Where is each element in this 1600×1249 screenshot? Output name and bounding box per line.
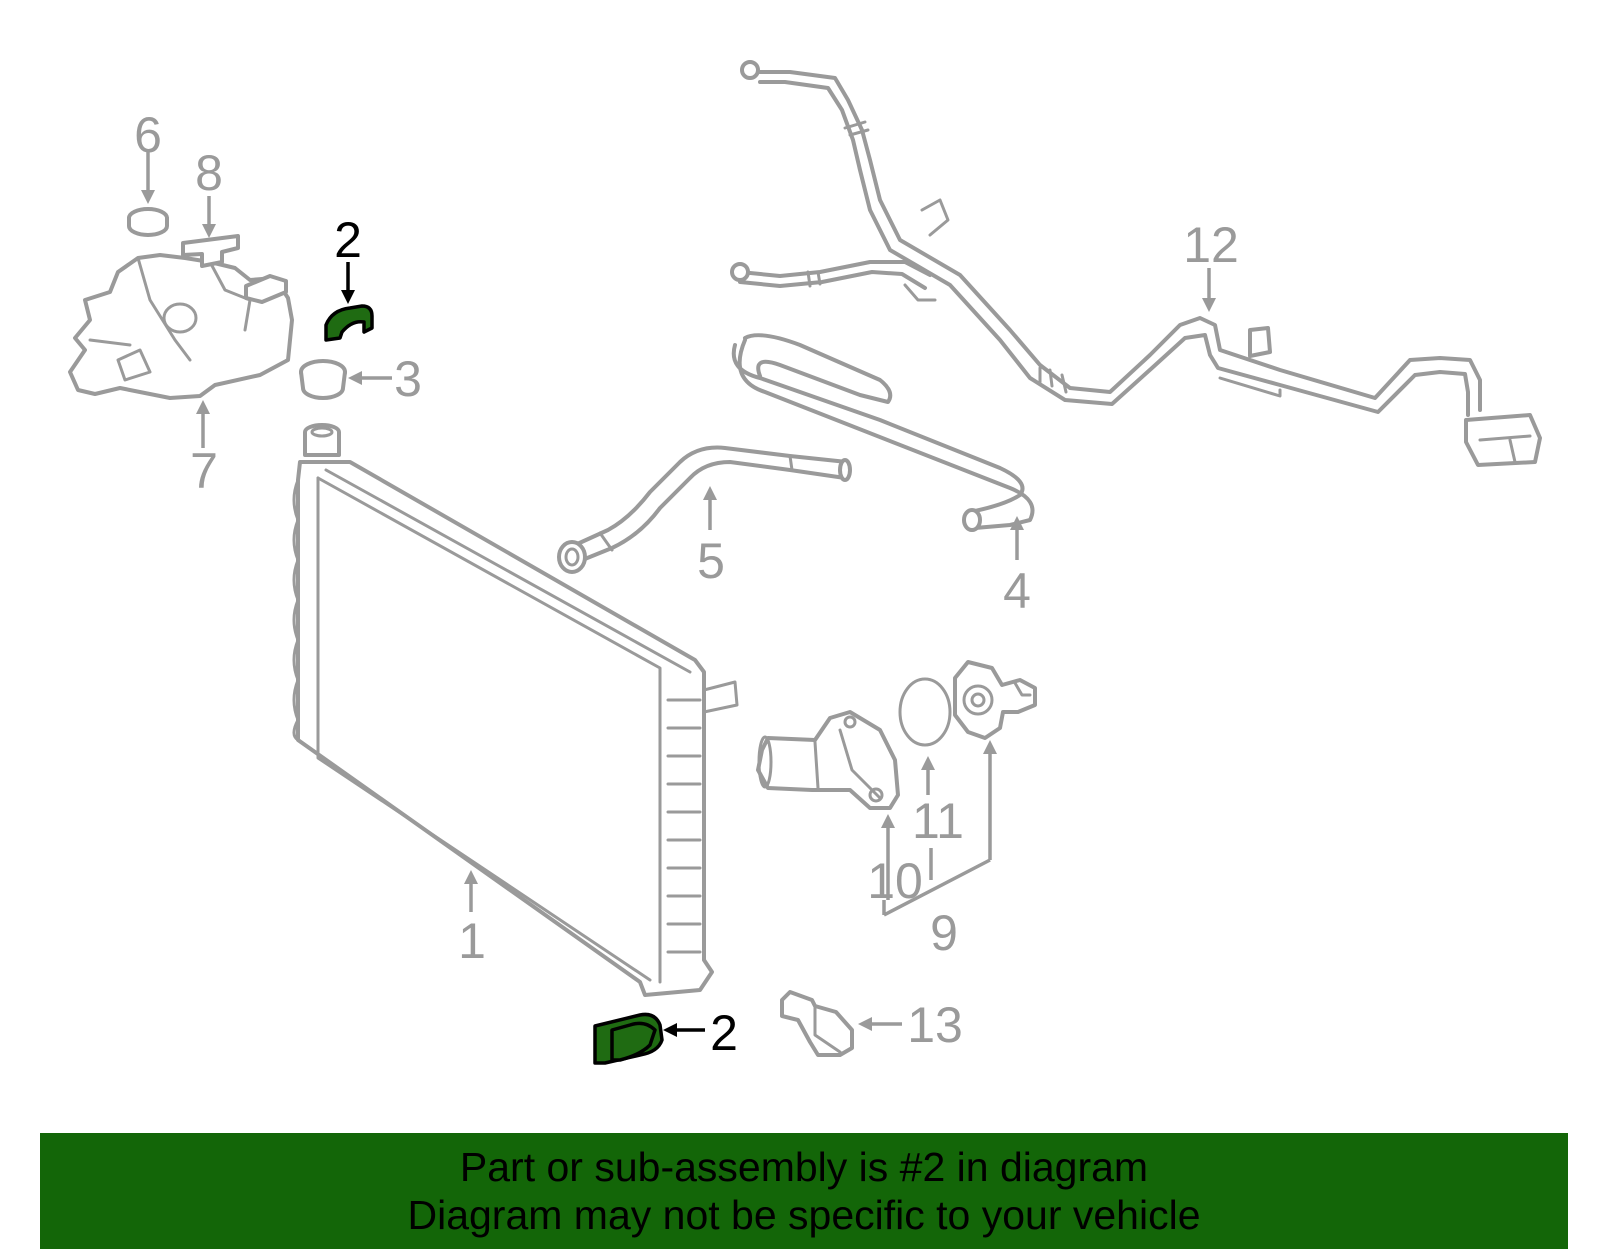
callout-6-label: 6 <box>134 107 162 163</box>
banner-line-1: Part or sub-assembly is #2 in diagram <box>459 1144 1149 1190</box>
part-4-hose[interactable] <box>731 333 1035 532</box>
callout-11-label: 11 <box>912 793 964 849</box>
callout-8: 8 <box>195 145 223 238</box>
part-5-hose[interactable] <box>557 445 852 574</box>
part-9-thermostat[interactable] <box>953 660 1037 740</box>
part-7-coolant-reservoir[interactable] <box>68 253 294 400</box>
callout-2-bottom-label: 2 <box>710 1005 738 1061</box>
callout-3-label: 3 <box>394 351 422 407</box>
part-3-radiator-cap[interactable] <box>299 359 347 400</box>
part-6-cap[interactable] <box>127 207 169 237</box>
callout-2-top: 2 <box>334 212 362 304</box>
part-10-thermostat-housing[interactable] <box>756 710 900 810</box>
callout-4-label: 4 <box>1003 563 1031 619</box>
part-12-cooler-lines[interactable] <box>730 60 1542 467</box>
callout-7: 7 <box>190 400 218 499</box>
callout-1: 1 <box>458 870 486 969</box>
callout-12: 12 <box>1183 217 1239 312</box>
part-2-insulator-top[interactable] <box>324 304 374 342</box>
callout-4: 4 <box>1003 516 1031 619</box>
callout-8-label: 8 <box>195 145 223 201</box>
part-2-insulator-bottom[interactable] <box>593 1012 664 1065</box>
callout-9: 9 <box>882 740 997 961</box>
callout-6: 6 <box>134 107 162 204</box>
callout-12-label: 12 <box>1183 217 1239 273</box>
part-1-radiator[interactable] <box>292 423 739 997</box>
callout-5-label: 5 <box>697 533 725 589</box>
callout-1-label: 1 <box>458 913 486 969</box>
callout-2-top-label: 2 <box>334 212 362 268</box>
info-banner: Part or sub-assembly is #2 in diagram Di… <box>40 1133 1568 1249</box>
callout-7-label: 7 <box>190 443 218 499</box>
callout-9-label: 9 <box>930 905 958 961</box>
part-11-gasket[interactable] <box>898 677 952 747</box>
part-8-reservoir-bracket[interactable] <box>181 234 288 304</box>
callout-13: 13 <box>858 997 963 1053</box>
callout-5: 5 <box>697 486 725 589</box>
banner-line-2: Diagram may not be specific to your vehi… <box>407 1192 1201 1238</box>
callout-3: 3 <box>348 351 422 407</box>
callout-13-label: 13 <box>907 997 963 1053</box>
callout-11: 11 <box>912 756 964 849</box>
part-13-sensor[interactable] <box>780 990 854 1057</box>
callout-2-bottom: 2 <box>663 1005 738 1061</box>
